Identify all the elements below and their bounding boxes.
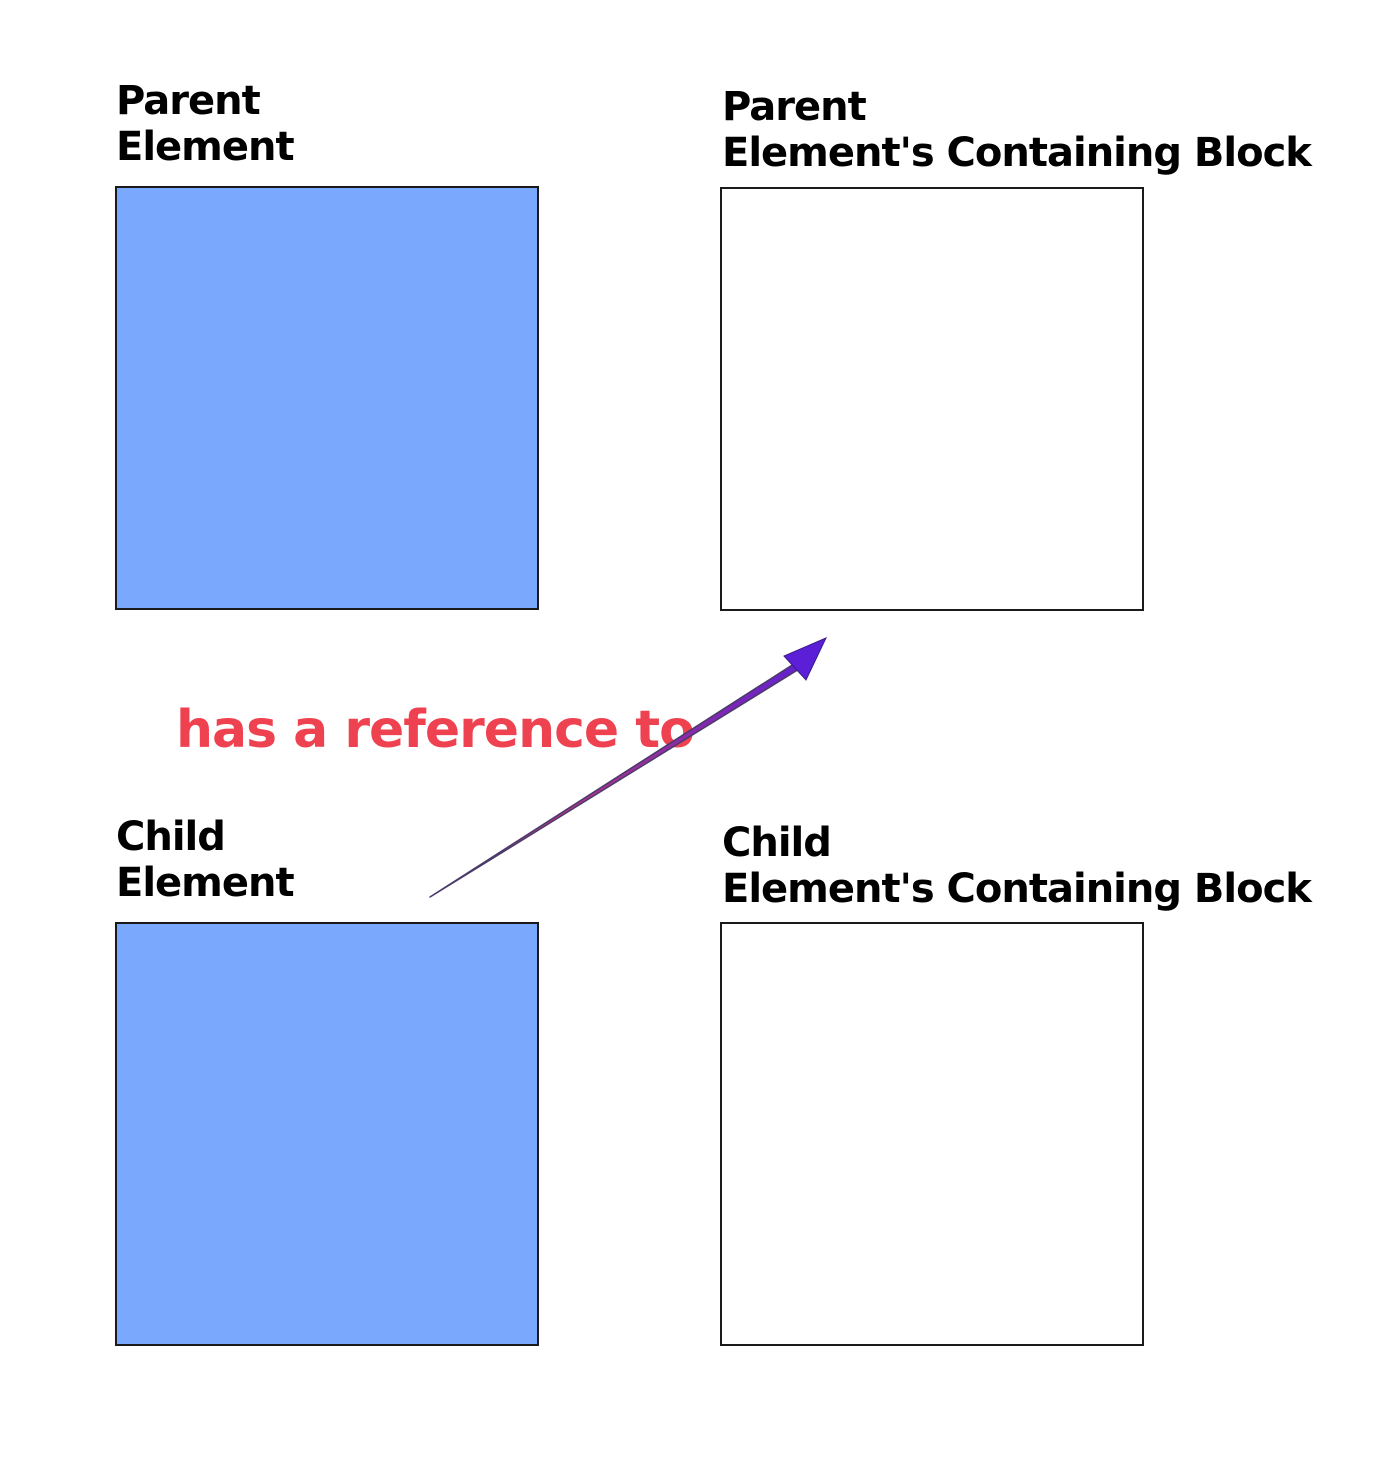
parent-element-box [115,186,539,610]
child-element-box [115,922,539,1346]
child-containing-block-label: Child Element's Containing Block [722,820,1312,912]
parent-containing-block-label-line1: Parent [722,84,867,130]
parent-containing-block-box [720,187,1144,611]
reference-arrow-head [783,637,828,681]
child-containing-block-box [720,922,1144,1346]
parent-containing-block-label-line2: Element's Containing Block [722,130,1312,176]
child-containing-block-label-line2: Element's Containing Block [722,866,1312,912]
child-element-label: Child Element [116,814,295,906]
parent-element-label: Parent Element [116,78,295,170]
child-containing-block-label-line1: Child [722,820,832,866]
parent-containing-block-label: Parent Element's Containing Block [722,84,1312,176]
parent-element-label-line2: Element [116,124,295,170]
parent-element-label-line1: Parent [116,78,261,124]
child-element-label-line2: Element [116,860,295,906]
relation-text: has a reference to [176,700,695,760]
child-element-label-line1: Child [116,814,226,860]
